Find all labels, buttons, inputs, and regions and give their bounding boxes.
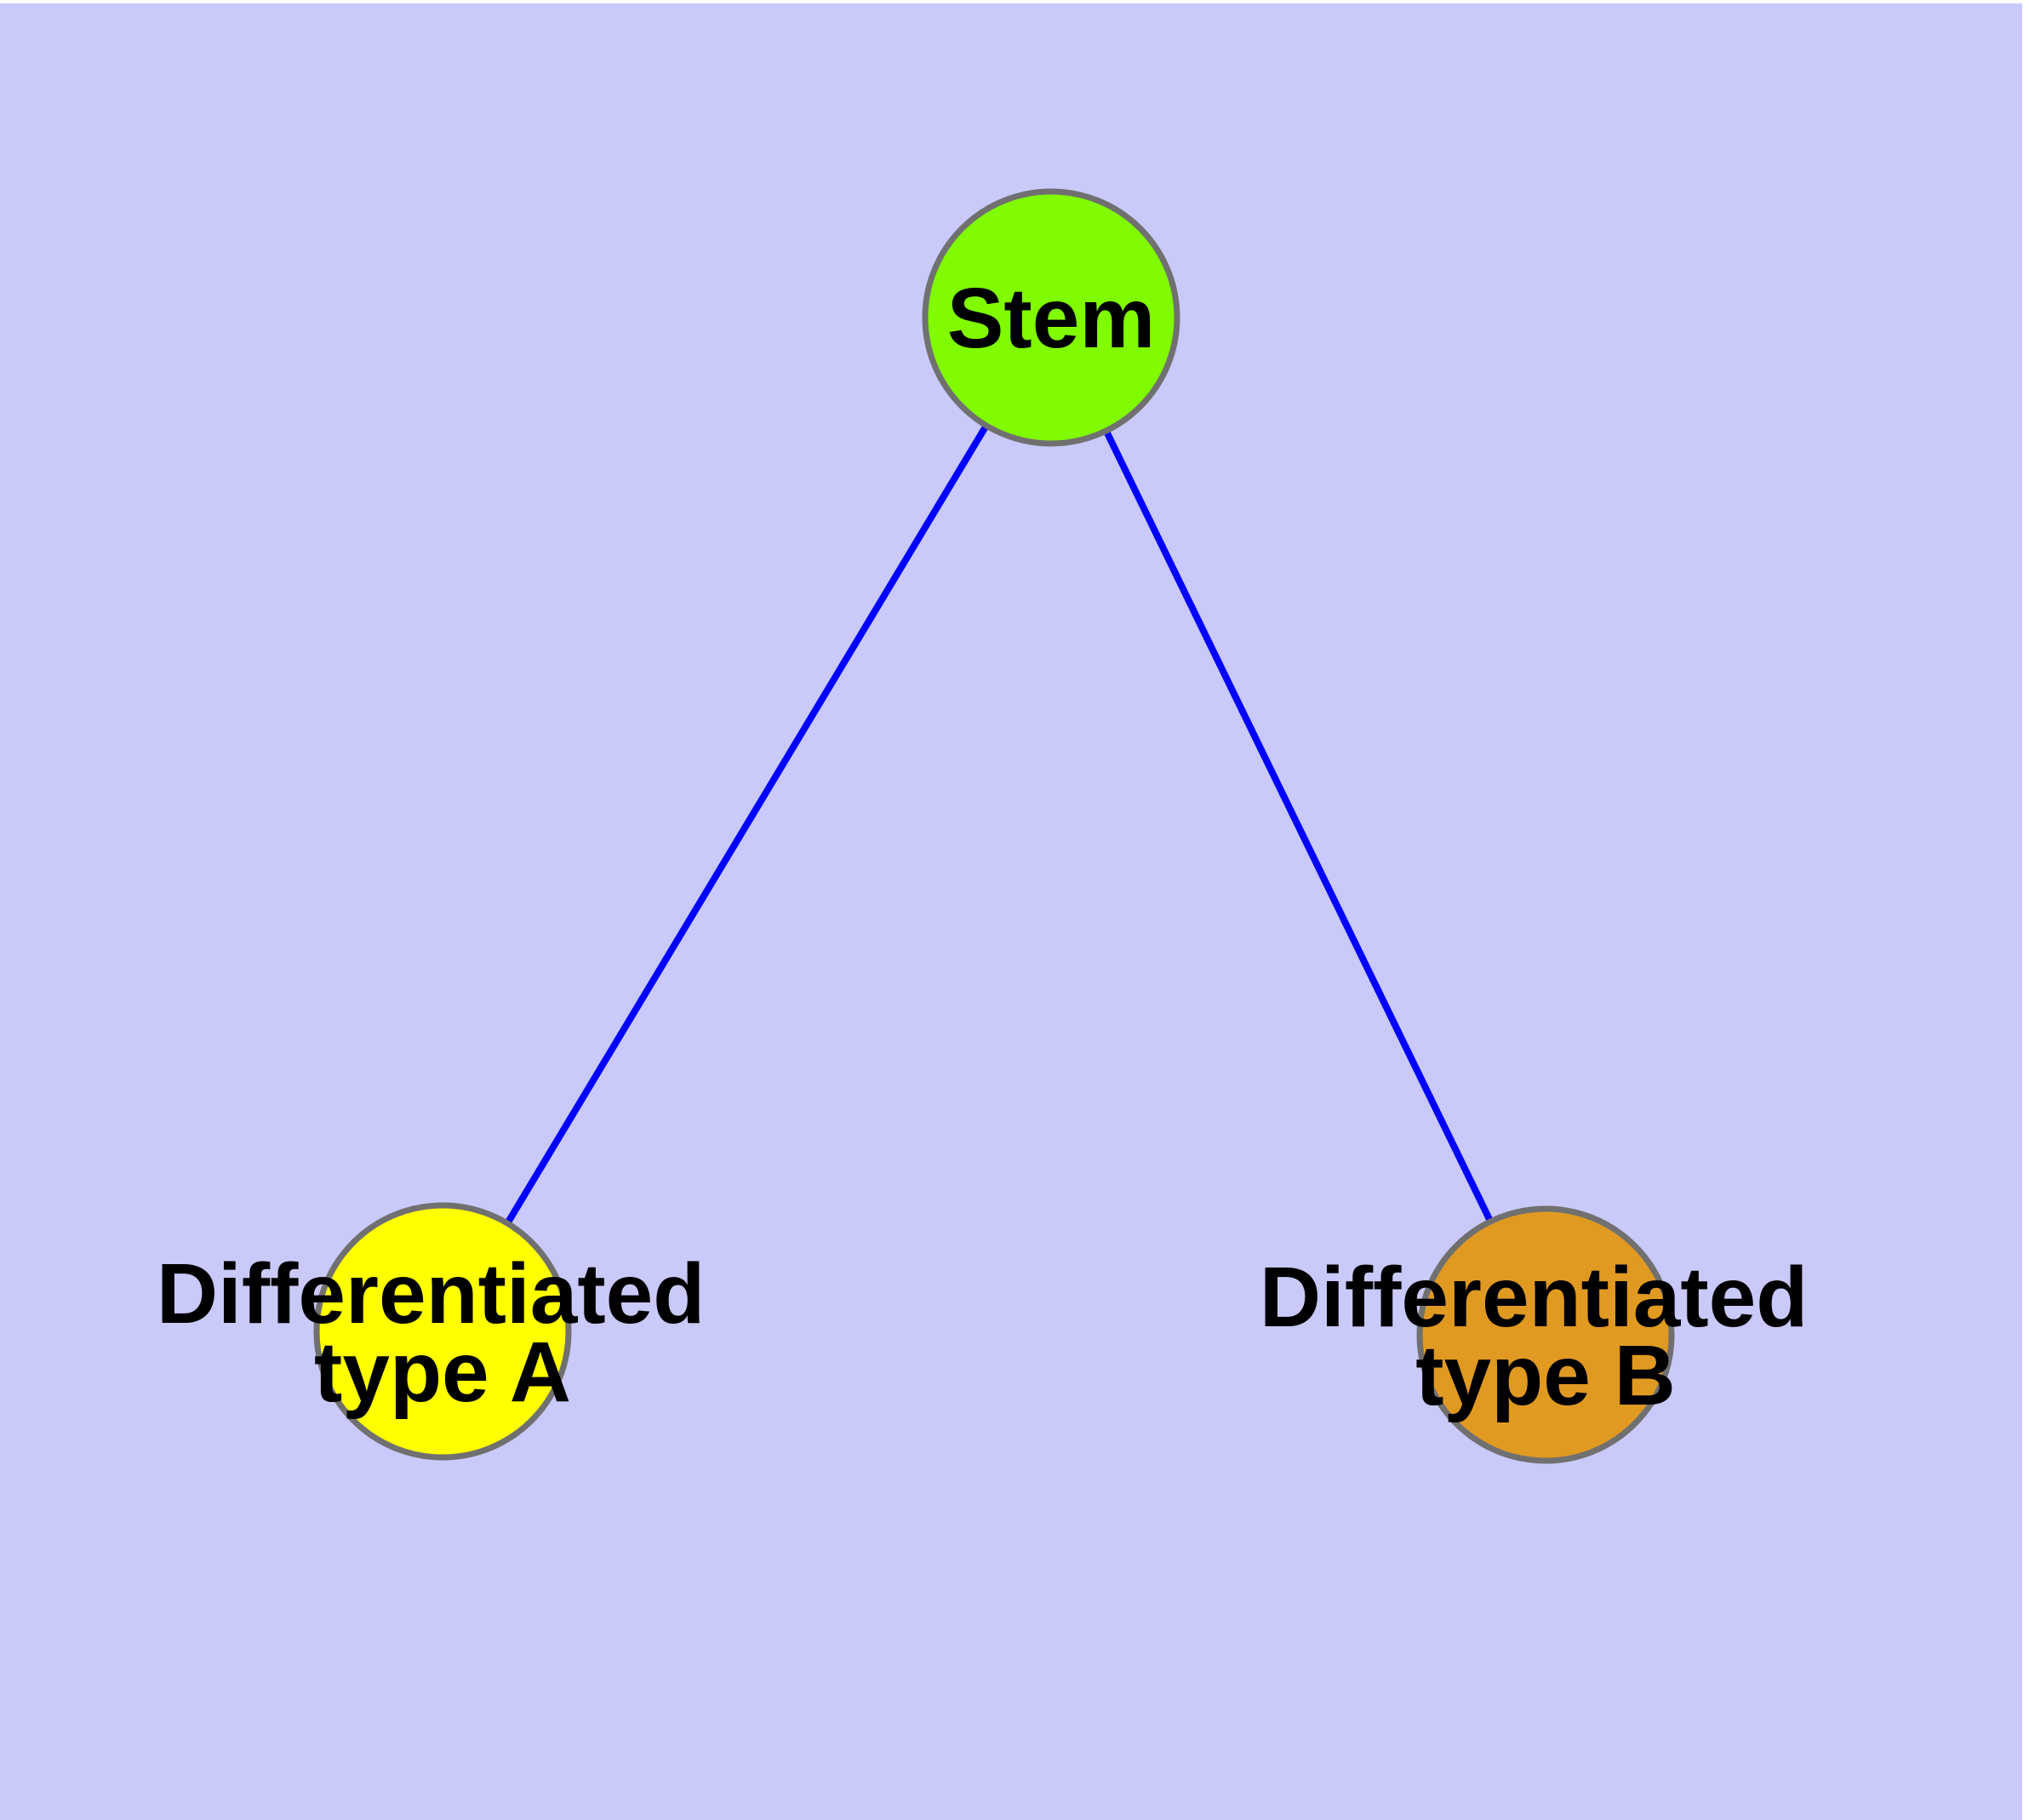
node-label-diff-b-line2: type B [1415,1328,1676,1423]
node-layer [313,188,1675,1464]
edge-stem-to-diff-a[interactable] [506,426,988,1223]
node-label-diff-b: Differentiated type B [1260,1250,1832,1423]
node-label-diff-a: Differentiated type A [157,1246,729,1420]
node-diff-b[interactable] [1416,1205,1675,1464]
node-diff-a[interactable] [313,1202,572,1461]
node-label-diff-a-line2: type A [314,1325,571,1420]
node-label-stem-line1: Stem [947,271,1156,366]
node-stem[interactable] [922,188,1180,447]
edge-layer [506,426,1493,1223]
node-label-stem: Stem [947,271,1156,366]
node-label-diff-a-line1: Differentiated [157,1246,706,1342]
node-label-diff-b-line1: Differentiated [1260,1250,1809,1345]
label-layer: Stem Differentiated type A Differentiate… [157,271,1832,1423]
edge-stem-to-diff-b[interactable] [1104,432,1493,1221]
